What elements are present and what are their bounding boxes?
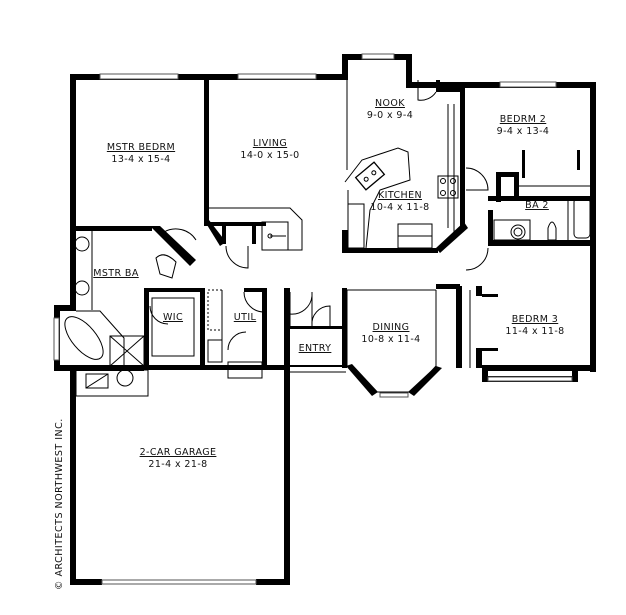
room-name: DINING xyxy=(372,322,410,333)
room-label-mstr-bedrm: MSTR BEDRM 13-4 x 15-4 xyxy=(98,142,184,166)
room-name: 2-CAR GARAGE xyxy=(139,447,217,458)
room-dims: 11-4 x 11-8 xyxy=(505,326,565,337)
room-label-garage: 2-CAR GARAGE 21-4 x 21-8 xyxy=(126,447,230,471)
room-label-ba2: BA 2 xyxy=(520,200,554,212)
room-name: KITCHEN xyxy=(378,190,422,201)
room-name: UTIL xyxy=(233,312,257,323)
fixtures-and-cabinets xyxy=(64,80,596,397)
room-dims: 10-8 x 11-4 xyxy=(361,334,421,345)
room-name: WIC xyxy=(162,312,184,323)
room-name: MSTR BA xyxy=(93,268,139,279)
room-name: ENTRY xyxy=(298,343,332,354)
room-name: BEDRM 2 xyxy=(499,114,547,125)
room-dims: 21-4 x 21-8 xyxy=(148,459,208,470)
room-label-nook: NOOK 9-0 x 9-4 xyxy=(360,98,420,122)
room-name: BEDRM 3 xyxy=(511,314,559,325)
windows xyxy=(53,53,573,585)
door-swings xyxy=(149,80,489,351)
room-label-kitchen: KITCHEN 10-4 x 11-8 xyxy=(366,190,434,214)
room-dims: 9-4 x 13-4 xyxy=(496,126,550,137)
room-dims: 10-4 x 11-8 xyxy=(370,202,430,213)
room-dims: 13-4 x 15-4 xyxy=(111,154,171,165)
room-label-util: UTIL xyxy=(230,312,260,324)
room-label-entry: ENTRY xyxy=(290,343,340,355)
room-label-living: LIVING 14-0 x 15-0 xyxy=(232,138,308,162)
room-name: MSTR BEDRM xyxy=(106,142,176,153)
room-label-wic: WIC xyxy=(158,312,188,324)
room-name: BA 2 xyxy=(525,200,549,211)
room-label-bedrm3: BEDRM 3 11-4 x 11-8 xyxy=(500,314,570,338)
room-dims: 14-0 x 15-0 xyxy=(240,150,300,161)
room-name: NOOK xyxy=(375,98,405,109)
room-label-bedrm2: BEDRM 2 9-4 x 13-4 xyxy=(490,114,556,138)
room-name: LIVING xyxy=(252,138,288,149)
room-dims: 9-0 x 9-4 xyxy=(366,110,414,121)
room-label-mstr-ba: MSTR BA xyxy=(88,268,144,280)
room-label-dining: DINING 10-8 x 11-4 xyxy=(356,322,426,346)
copyright-credit: © ARCHITECTS NORTHWEST INC. xyxy=(54,418,65,590)
